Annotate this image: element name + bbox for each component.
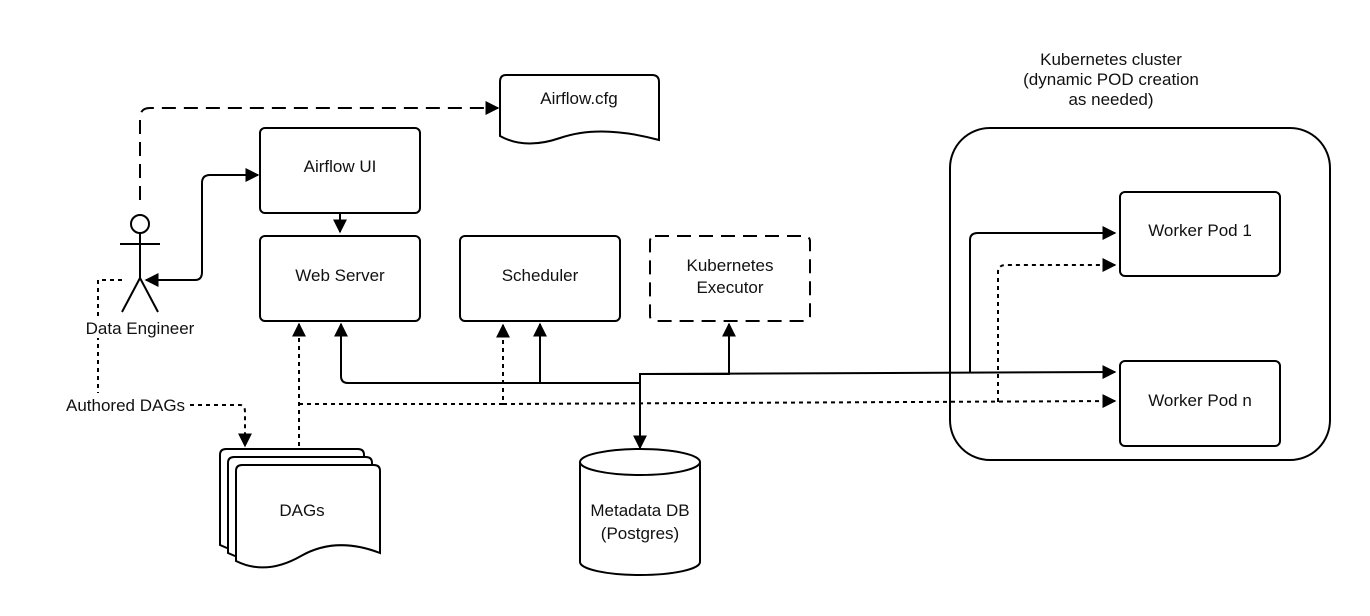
authored-dags-label: Authored DAGs	[66, 396, 185, 415]
dags-label: DAGs	[279, 501, 324, 520]
metadata-db-label-line2: (Postgres)	[601, 524, 679, 543]
data-engineer-actor-icon[interactable]	[120, 214, 160, 313]
cluster-title-line3: as needed)	[1068, 90, 1153, 109]
scheduler-label: Scheduler	[502, 266, 579, 285]
authored-dags-edge-upper	[97, 279, 122, 393]
kubernetes-executor-label-line1: Kubernetes	[687, 256, 774, 275]
kubernetes-cluster-container	[949, 127, 1331, 461]
dags-bus-edge	[299, 323, 510, 405]
engineer-to-config-edge	[139, 101, 500, 200]
worker-pod-n-label: Worker Pod n	[1148, 391, 1252, 410]
kubernetes-executor-node[interactable]	[649, 235, 811, 322]
worker-pod-1-label: Worker Pod 1	[1148, 221, 1252, 240]
web-server-label: Web Server	[295, 266, 385, 285]
db-to-webserver-edge	[334, 322, 640, 384]
cluster-title-line1: Kubernetes cluster	[1040, 50, 1182, 69]
db-to-scheduler-edge	[533, 322, 640, 384]
airflow-ui-node[interactable]	[259, 127, 421, 214]
worker-pod-1-node[interactable]	[1119, 191, 1281, 277]
metadata-db-label-line1: Metadata DB	[590, 501, 689, 520]
db-to-worker-1-edge	[969, 226, 1117, 372]
airflow-cfg-label: Airflow.cfg	[540, 89, 617, 108]
kubernetes-executor-label-line2: Executor	[696, 278, 763, 297]
dags-node[interactable]	[219, 448, 381, 569]
worker-pod-n-node[interactable]	[1119, 360, 1281, 447]
engineer-ui-edge	[144, 168, 260, 287]
dags-to-worker-n-edge	[502, 394, 1117, 409]
airflow-cfg-node[interactable]	[499, 74, 660, 145]
airflow-ui-label: Airflow UI	[304, 157, 377, 176]
cluster-title-line2: (dynamic POD creation	[1023, 70, 1199, 89]
data-engineer-label: Data Engineer	[86, 319, 195, 338]
metadata-db-node[interactable]	[579, 448, 701, 576]
authored-dags-edge-lower	[190, 404, 252, 448]
web-server-node[interactable]	[259, 235, 421, 322]
db-to-worker-n-edge	[639, 365, 1117, 380]
scheduler-node[interactable]	[459, 235, 621, 322]
dags-to-worker-1-edge	[997, 258, 1117, 402]
